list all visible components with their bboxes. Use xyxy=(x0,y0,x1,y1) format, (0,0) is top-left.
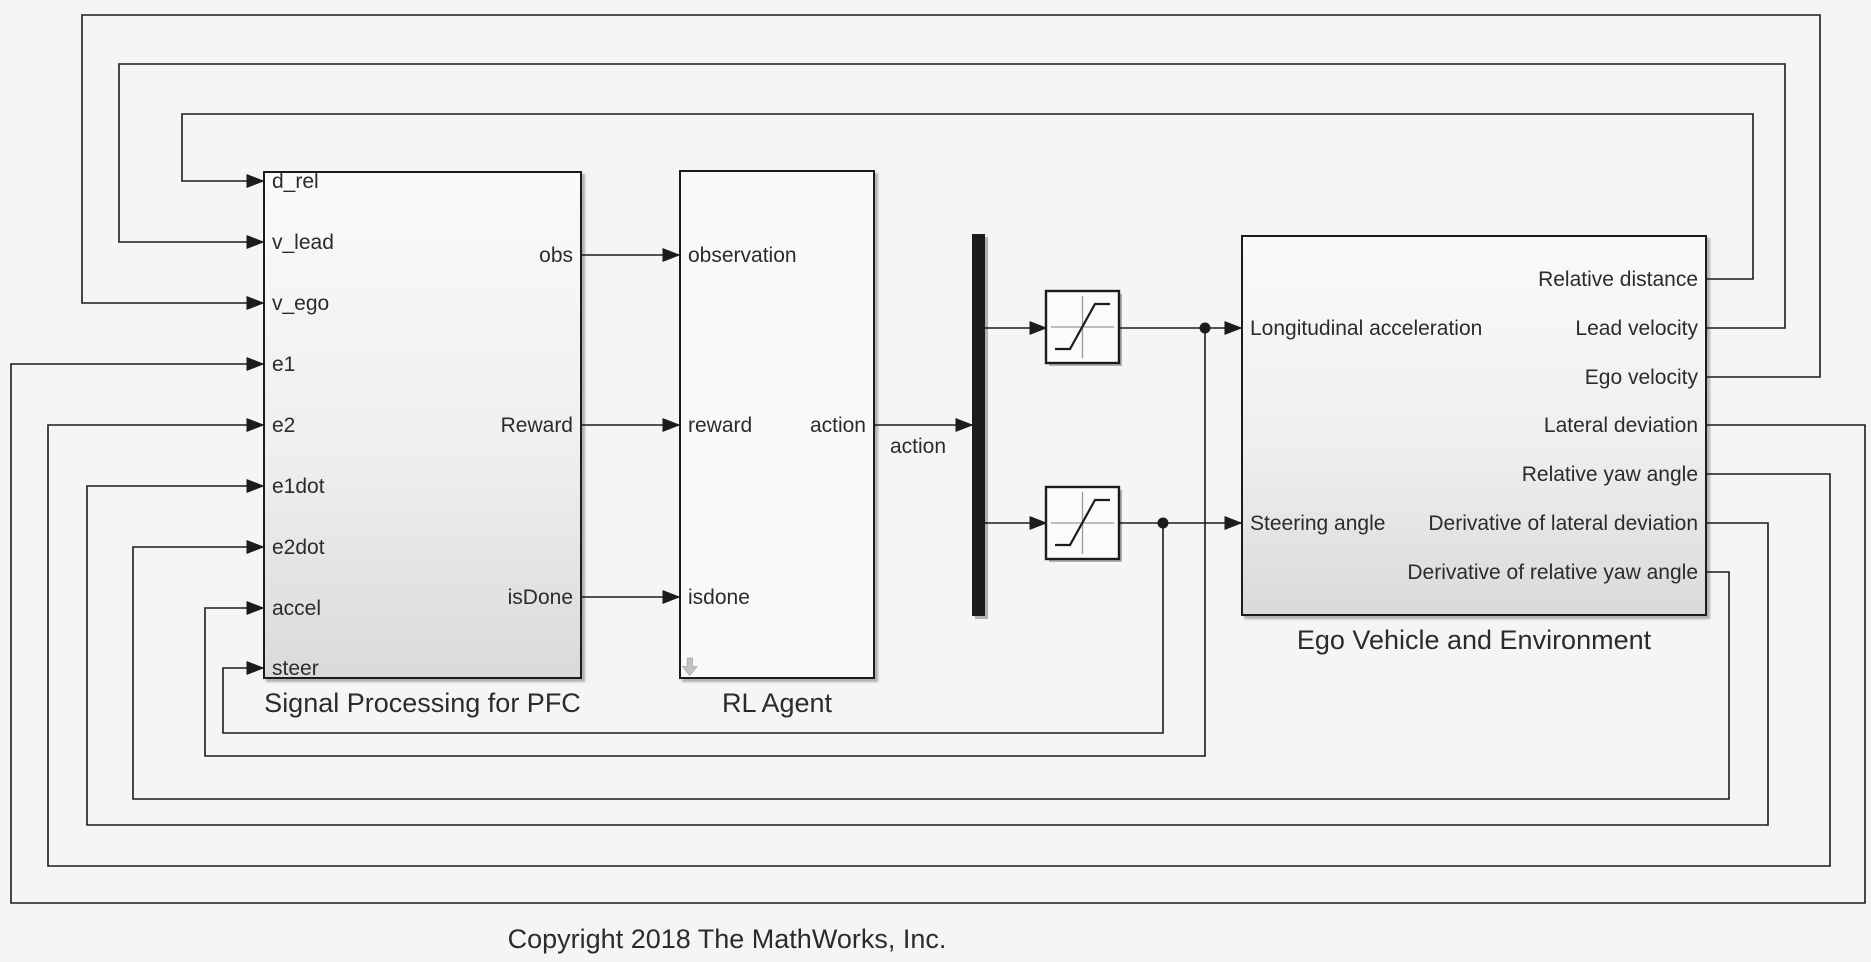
port-label-signal-processing-out-reward: Reward xyxy=(500,413,573,437)
saturation-curve-icon xyxy=(1055,302,1110,351)
demux-block[interactable] xyxy=(972,234,985,616)
block-name-signal-processing: Signal Processing for PFC xyxy=(264,688,581,718)
port-label-ego-vehicle-out-derivative-of-relative-yaw-angle: Derivative of relative yaw angle xyxy=(1407,560,1698,584)
port-label-ego-vehicle-out-relative-distance: Relative distance xyxy=(1538,267,1698,291)
wire-junction-dot xyxy=(1157,517,1169,529)
action-signal-label: action xyxy=(889,435,947,458)
saturation-steer-block[interactable] xyxy=(1044,485,1122,562)
port-label-signal-processing-in-accel: accel xyxy=(272,596,322,620)
port-label-signal-processing-out-obs: obs xyxy=(539,243,573,267)
wire-junction-dot xyxy=(1199,322,1211,334)
port-label-ego-vehicle-out-lateral-deviation: Lateral deviation xyxy=(1543,413,1698,437)
port-label-signal-processing-in-d-rel: d_rel xyxy=(272,169,319,193)
port-label-signal-processing-in-e1: e1 xyxy=(272,352,296,376)
block-name-rl-agent: RL Agent xyxy=(721,688,833,718)
port-label-ego-vehicle-out-derivative-of-lateral-deviation: Derivative of lateral deviation xyxy=(1428,511,1698,535)
port-label-signal-processing-in-v-ego: v_ego xyxy=(272,291,330,315)
port-label-signal-processing-in-e2dot: e2dot xyxy=(272,535,325,559)
port-label-signal-processing-in-e2: e2 xyxy=(272,413,296,437)
port-label-signal-processing-in-e1dot: e1dot xyxy=(272,474,325,498)
port-label-rl-agent-out-action: action xyxy=(809,413,866,437)
saturation-accel-block[interactable] xyxy=(1044,289,1122,366)
port-label-rl-agent-in-reward: reward xyxy=(688,413,753,437)
port-label-ego-vehicle-in-steering-angle: Steering angle xyxy=(1250,511,1386,535)
port-label-ego-vehicle-out-lead-velocity: Lead velocity xyxy=(1575,316,1698,340)
port-label-signal-processing-in-steer: steer xyxy=(272,656,319,680)
port-label-rl-agent-in-isdone: isdone xyxy=(688,585,750,609)
port-label-ego-vehicle-in-longitudinal-acceleration: Longitudinal acceleration xyxy=(1250,316,1483,340)
port-label-ego-vehicle-out-relative-yaw-angle: Relative yaw angle xyxy=(1521,462,1698,486)
port-label-signal-processing-out-isdone: isDone xyxy=(507,585,573,609)
port-label-signal-processing-in-v-lead: v_lead xyxy=(272,230,334,254)
port-label-ego-vehicle-out-ego-velocity: Ego velocity xyxy=(1584,365,1698,389)
saturation-curve-icon xyxy=(1055,498,1110,547)
copyright-annotation: Copyright 2018 The MathWorks, Inc. xyxy=(507,924,947,954)
block-name-ego-vehicle: Ego Vehicle and Environment xyxy=(1296,625,1652,655)
port-label-rl-agent-in-observation: observation xyxy=(688,243,797,267)
